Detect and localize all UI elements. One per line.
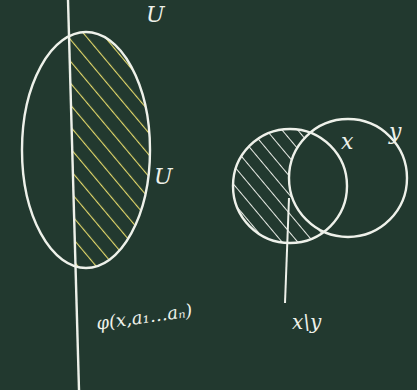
set-ellipse: UU bbox=[22, 32, 150, 268]
formula-label: φ(x,a₁…aₙ) bbox=[95, 301, 193, 332]
dividing-line bbox=[68, 0, 79, 390]
set-name: x bbox=[341, 131, 353, 153]
set-difference-label: x\y bbox=[292, 312, 321, 332]
outline bbox=[22, 32, 150, 268]
leader-line bbox=[285, 198, 289, 303]
set-name: U bbox=[154, 166, 173, 188]
set-name: U bbox=[146, 4, 165, 26]
set-name: y bbox=[389, 121, 401, 143]
